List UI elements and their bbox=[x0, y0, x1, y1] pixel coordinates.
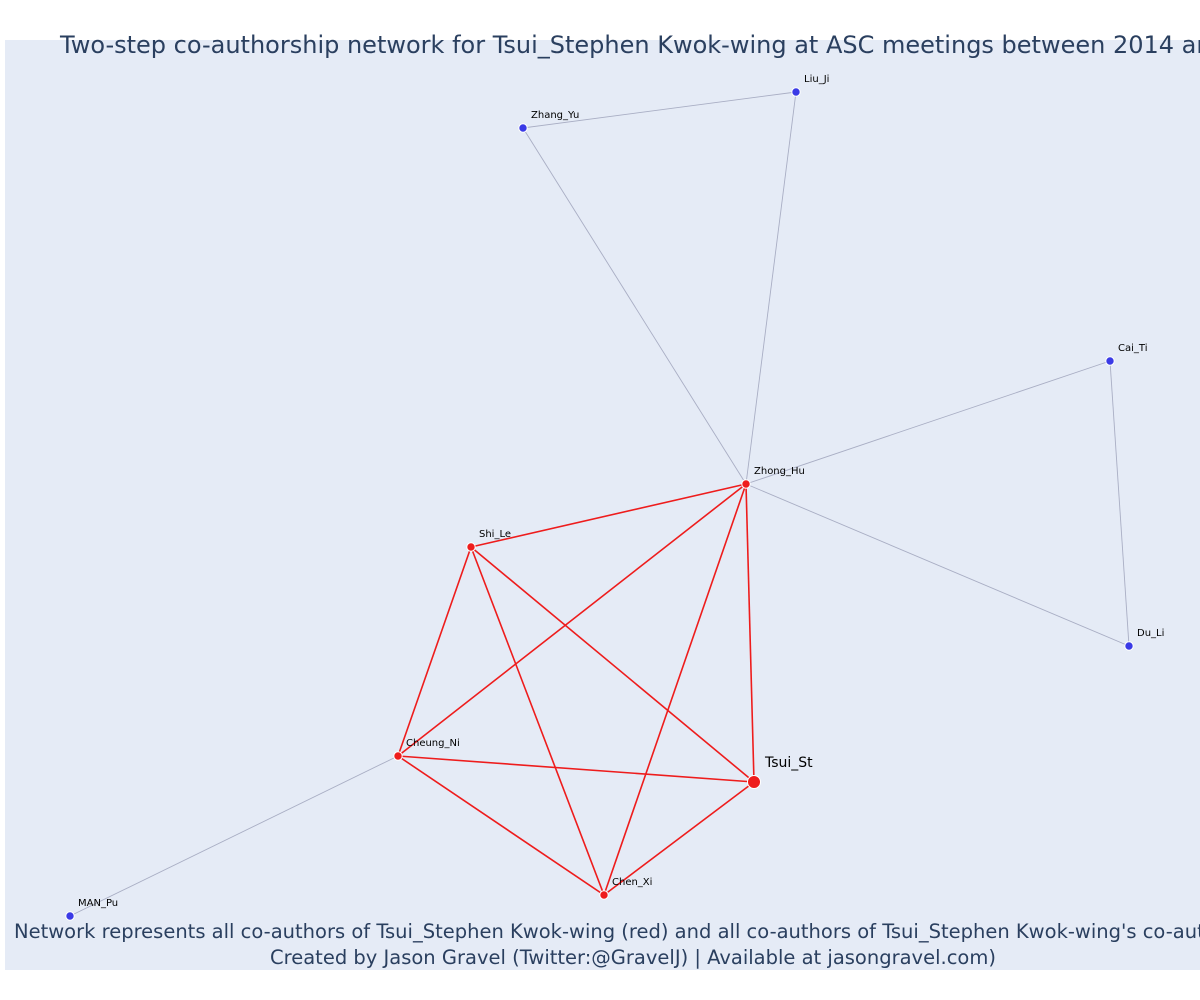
node-label: Liu_Ji bbox=[804, 74, 829, 85]
edge-Cheung_Ni-MAN_Pu bbox=[69, 755, 399, 917]
edge-Zhang_Yu-Zhong_Hu bbox=[522, 127, 747, 485]
caption-line-2: Created by Jason Gravel (Twitter:@Gravel… bbox=[270, 946, 996, 969]
edge-Shi_Le-Cheung_Ni bbox=[397, 546, 472, 757]
node-Liu_Ji[interactable]: Liu_Ji bbox=[791, 74, 830, 97]
edge-Cai_Ti-Zhong_Hu bbox=[745, 360, 1111, 485]
node-label: Du_Li bbox=[1137, 628, 1164, 639]
node-label: Chen_Xi bbox=[612, 877, 652, 888]
node-marker[interactable] bbox=[65, 911, 75, 921]
chart-title: Two-step co-authorship network for Tsui_… bbox=[59, 31, 1200, 59]
node-marker[interactable] bbox=[747, 775, 761, 789]
node-Zhong_Hu[interactable]: Zhong_Hu bbox=[741, 466, 805, 489]
node-marker[interactable] bbox=[518, 123, 528, 133]
plot-area bbox=[5, 40, 1200, 970]
edge-Cheung_Ni-Tsui_St bbox=[397, 755, 755, 783]
edge-Zhong_Hu-Tsui_St bbox=[745, 483, 755, 783]
node-label: Cheung_Ni bbox=[406, 738, 460, 749]
node-label: Shi_Le bbox=[479, 529, 511, 540]
caption-line-1: Network represents all co-authors of Tsu… bbox=[14, 920, 1200, 943]
node-marker[interactable] bbox=[791, 87, 801, 97]
node-Du_Li[interactable]: Du_Li bbox=[1124, 628, 1165, 651]
edge-Zhong_Hu-Shi_Le bbox=[470, 483, 747, 548]
edge-Zhong_Hu-Du_Li bbox=[745, 483, 1130, 647]
node-Zhang_Yu[interactable]: Zhang_Yu bbox=[518, 110, 580, 133]
node-Tsui_St[interactable]: Tsui_St bbox=[747, 755, 814, 789]
edge-Zhong_Hu-Cheung_Ni bbox=[397, 483, 747, 757]
edge-Shi_Le-Tsui_St bbox=[470, 546, 755, 783]
node-label: Cai_Ti bbox=[1118, 343, 1147, 354]
node-marker[interactable] bbox=[599, 890, 609, 900]
node-label: Zhang_Yu bbox=[531, 110, 579, 121]
edge-Shi_Le-Chen_Xi bbox=[470, 546, 605, 896]
edge-Cheung_Ni-Chen_Xi bbox=[397, 755, 605, 896]
nodes-layer: Zhang_Yu Liu_JiCai_TiZhong_HuShi_LeDu_LiC… bbox=[65, 74, 1165, 921]
edge-Liu_Ji-Zhong_Hu bbox=[745, 91, 797, 485]
node-label: Zhong_Hu bbox=[754, 466, 805, 477]
edge-Zhong_Hu-Chen_Xi bbox=[603, 483, 747, 896]
edges-layer bbox=[69, 91, 1130, 917]
node-marker[interactable] bbox=[741, 479, 751, 489]
node-marker[interactable] bbox=[1124, 641, 1134, 651]
node-marker[interactable] bbox=[1105, 356, 1115, 366]
edge-Cai_Ti-Du_Li bbox=[1109, 360, 1130, 647]
node-marker[interactable] bbox=[466, 542, 476, 552]
edge-Tsui_St-Chen_Xi bbox=[603, 781, 755, 896]
node-Cheung_Ni[interactable]: Cheung_Ni bbox=[393, 738, 460, 761]
node-Shi_Le[interactable]: Shi_Le bbox=[466, 529, 511, 552]
node-label: MAN_Pu bbox=[78, 898, 118, 909]
node-marker[interactable] bbox=[393, 751, 403, 761]
node-label: Tsui_St bbox=[764, 755, 813, 771]
node-Cai_Ti[interactable]: Cai_Ti bbox=[1105, 343, 1148, 366]
edge-Zhang_Yu-Liu_Ji bbox=[522, 91, 797, 129]
node-Chen_Xi[interactable]: Chen_Xi bbox=[599, 877, 653, 900]
node-MAN_Pu[interactable]: MAN_Pu bbox=[65, 898, 118, 921]
